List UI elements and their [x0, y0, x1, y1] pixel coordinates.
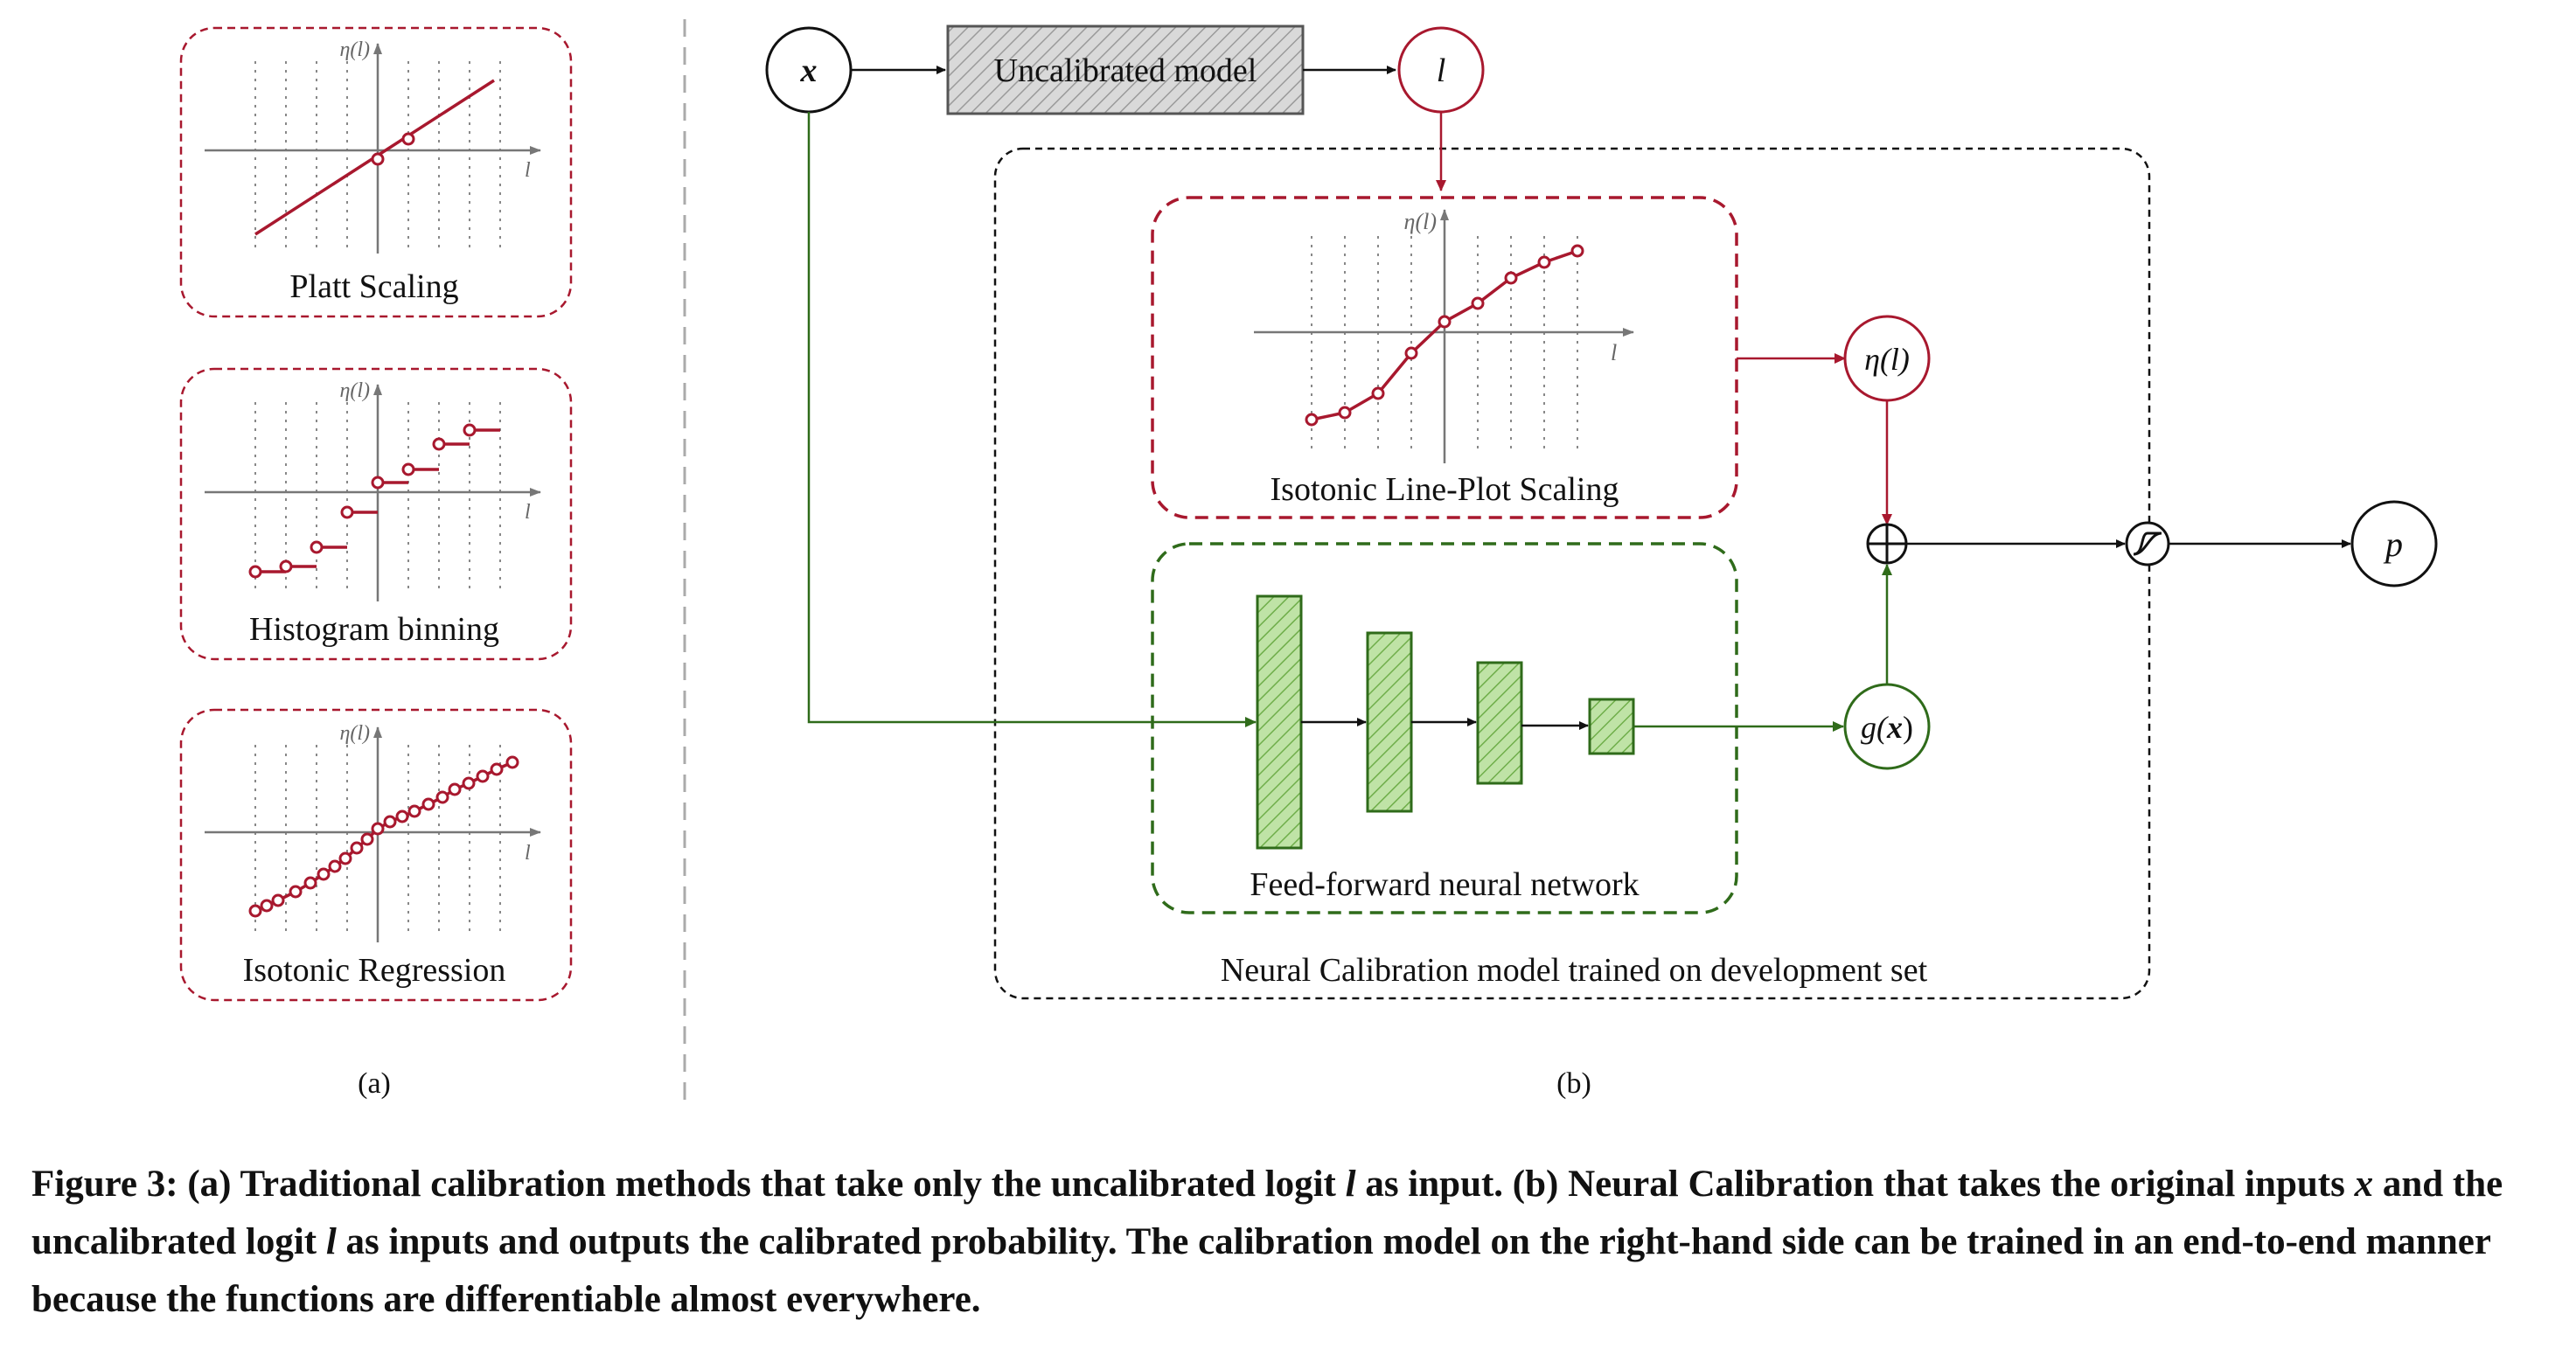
figure-caption: Figure 3: (a) Traditional calibration me…: [31, 1164, 2503, 1320]
isotonic-line-plot-label: Isotonic Line-Plot Scaling: [1271, 471, 1619, 508]
isotonic-regression-box: η(l) l Isotonic Regression: [179, 708, 573, 1002]
panel-b-label: (b): [1556, 1067, 1591, 1100]
histogram-binning-box: η(l) l Histogram binning: [179, 367, 573, 661]
x-axis-label: l: [525, 842, 531, 865]
ffnn-layer-1: [1256, 594, 1303, 850]
figure-canvas: η(l) l Platt Scaling η(l) l: [179, 19, 2438, 1103]
neural-calibration-label: Neural Calibration model trained on deve…: [1221, 952, 1928, 989]
isotonic-line-plot-box: η(l) l Isotonic Line-Plot Scaling: [1151, 196, 1738, 519]
g-node-label: g(x): [1861, 710, 1913, 745]
ffnn-layer-2: [1366, 631, 1413, 813]
isotonic-line-plot-points: [1305, 244, 1584, 427]
uncalibrated-model-label: Uncalibrated model: [994, 52, 1257, 89]
logit-node-l-label: l: [1437, 52, 1446, 89]
y-axis-label: η(l): [339, 722, 370, 745]
panel-b: Neural Calibration model trained on deve…: [765, 24, 2438, 1100]
panel-a: η(l) l Platt Scaling η(l) l: [179, 19, 686, 1103]
ffnn-box: Feed-forward neural network: [1151, 542, 1738, 914]
neural-calibration-box: [993, 147, 2151, 1000]
x-axis-label: l: [1611, 340, 1617, 365]
isotonic-regression-label: Isotonic Regression: [243, 952, 506, 989]
ffnn-label: Feed-forward neural network: [1250, 866, 1639, 903]
arrow-x-to-ffnn: [807, 112, 1257, 727]
sigmoid-icon: [2125, 521, 2170, 566]
sum-icon: [1866, 523, 1908, 565]
curve-point: [371, 152, 385, 166]
histogram-binning-label: Histogram binning: [249, 611, 499, 648]
input-node-x-label: x: [800, 52, 818, 89]
isotonic-points: [248, 755, 519, 918]
platt-scaling-label: Platt Scaling: [289, 268, 458, 305]
ffnn-layer-3: [1476, 661, 1523, 785]
histogram-steps: [248, 423, 500, 579]
y-axis-label: η(l): [339, 379, 370, 402]
ffnn-layer-4: [1588, 698, 1635, 755]
eta-node-label: η(l): [1864, 342, 1910, 377]
curve-point: [401, 132, 415, 146]
y-axis-label: η(l): [1404, 209, 1437, 234]
uncalibrated-model-box: [946, 24, 1305, 115]
panel-a-label: (a): [358, 1067, 391, 1100]
output-node-p-label: p: [2383, 525, 2403, 564]
output-node-p: [2350, 500, 2438, 587]
platt-scaling-box: η(l) l Platt Scaling: [179, 26, 573, 318]
x-axis-label: l: [525, 501, 531, 524]
y-axis-label: η(l): [339, 38, 370, 61]
x-axis-label: l: [525, 159, 531, 182]
